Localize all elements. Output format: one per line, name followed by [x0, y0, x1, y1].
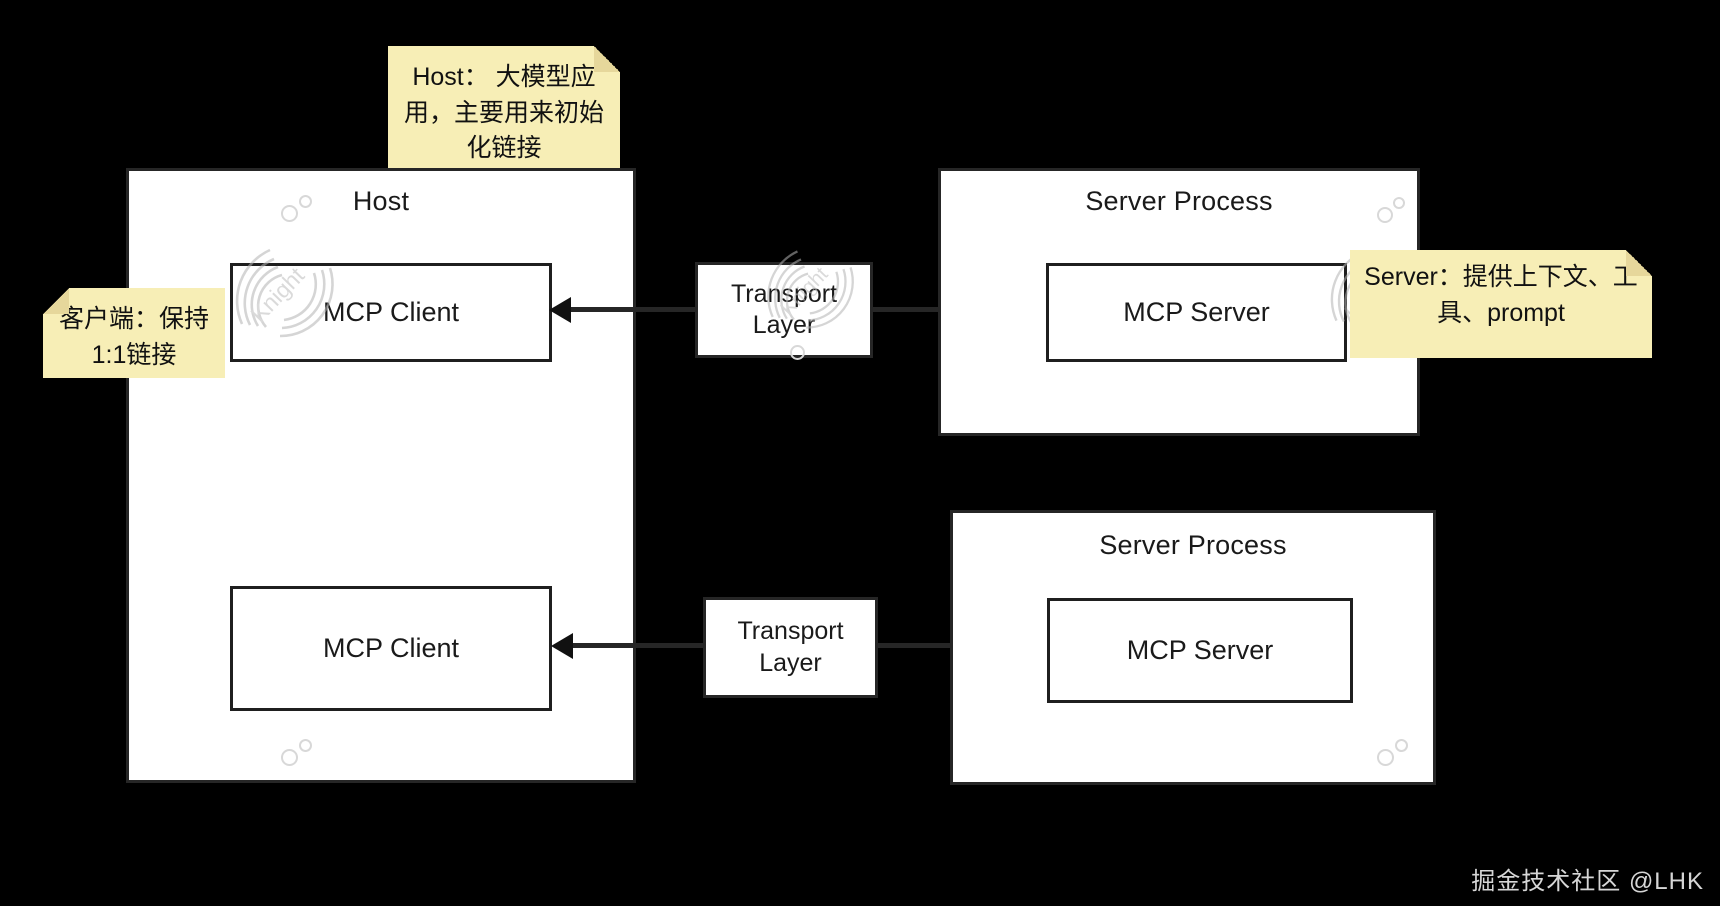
decor-circle: [790, 345, 805, 360]
transport-line-1: Transport: [737, 617, 844, 646]
note-fold-corner: [594, 46, 620, 72]
transport-line-2: Layer: [759, 648, 822, 677]
decor-circle: [1395, 739, 1408, 752]
sticky-note-server: Server：提供上下文、工具、prompt: [1350, 250, 1652, 358]
sticky-note-host-text: Host： 大模型应用，主要用来初始化链接: [403, 63, 604, 162]
mcp-client-box-1: MCP Client: [230, 263, 552, 362]
mcp-server-label: MCP Server: [1123, 297, 1270, 327]
mcp-client-label: MCP Client: [322, 297, 460, 327]
mcp-server-box-2: MCP Server: [1047, 598, 1353, 703]
credit-watermark: 掘金技术社区 @LHK: [1471, 868, 1704, 895]
note-fold-corner: [1626, 250, 1652, 276]
arrow-head-to-client-1: [549, 297, 571, 323]
server-process-title: Server Process: [1085, 186, 1273, 216]
note-fold-corner: [43, 288, 69, 314]
sticky-note-client: 客户端：保持1:1链接: [43, 288, 225, 378]
sticky-note-host: Host： 大模型应用，主要用来初始化链接: [388, 46, 620, 168]
decor-circle: [1377, 749, 1394, 766]
server-process-container-2: Server Process MCP Server: [950, 510, 1436, 785]
server-process-container-1: Server Process MCP Server: [938, 168, 1420, 436]
decor-circle: [299, 739, 312, 752]
transport-layer-box-2: Transport Layer: [703, 597, 878, 698]
mcp-client-box-2: MCP Client: [230, 586, 552, 711]
connector-line-top-left: [565, 307, 700, 312]
decor-circle: [1393, 197, 1405, 209]
sticky-note-client-text: 客户端：保持1:1链接: [58, 305, 209, 369]
transport-line-1: Transport: [730, 279, 838, 308]
mcp-client-label: MCP Client: [322, 633, 460, 663]
transport-layer-box-1: Transport Layer: [695, 262, 873, 358]
host-title: Host: [352, 186, 410, 216]
mcp-server-label: MCP Server: [1126, 635, 1274, 665]
decor-circle: [281, 205, 298, 222]
sticky-note-server-text: Server：提供上下文、工具、prompt: [1364, 263, 1638, 327]
connector-line-bottom-left: [568, 643, 703, 648]
decor-circle: [281, 749, 298, 766]
transport-line-2: Layer: [752, 311, 816, 339]
decor-circle: [1377, 207, 1393, 223]
server-process-title: Server Process: [1099, 530, 1287, 560]
mcp-server-box-1: MCP Server: [1046, 263, 1347, 362]
host-container: Host MCP Client MCP Client: [126, 168, 636, 783]
arrow-head-to-client-2: [551, 633, 573, 659]
decor-circle: [299, 195, 312, 208]
